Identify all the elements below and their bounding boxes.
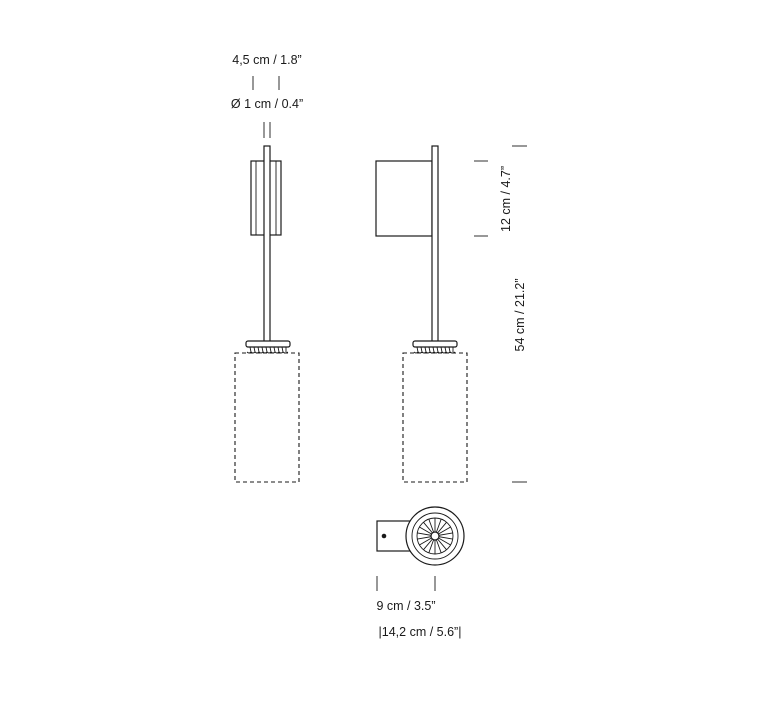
stem-diameter-ticks — [263, 122, 271, 138]
total-height-ticks — [512, 145, 527, 483]
front-base-volume — [234, 352, 300, 483]
side-view — [375, 145, 468, 483]
front-view — [234, 145, 300, 483]
base-diameter-label: 9 cm / 3.5” — [376, 599, 435, 613]
front-stem — [263, 145, 271, 345]
side-shade — [375, 160, 433, 237]
top-width-ticks — [252, 76, 280, 90]
side-base-volume — [402, 352, 468, 483]
shade-height-label: 12 cm / 4.7” — [499, 166, 513, 232]
side-stem — [431, 145, 439, 345]
side-base-cap — [412, 340, 458, 348]
top-width-label: 4,5 cm / 1.8” — [232, 53, 301, 67]
shade-height-ticks — [474, 160, 488, 237]
stem-diameter-label: Ø 1 cm / 0.4” — [231, 97, 303, 111]
plan-screw — [381, 533, 387, 539]
total-height-label: 54 cm / 21.2” — [513, 279, 527, 352]
total-depth-label: |14,2 cm / 5.6”| — [379, 625, 462, 639]
plan-view — [376, 506, 465, 566]
front-base-cap — [245, 340, 291, 348]
base-diameter-ticks — [376, 576, 436, 591]
plan-stem — [430, 531, 440, 541]
